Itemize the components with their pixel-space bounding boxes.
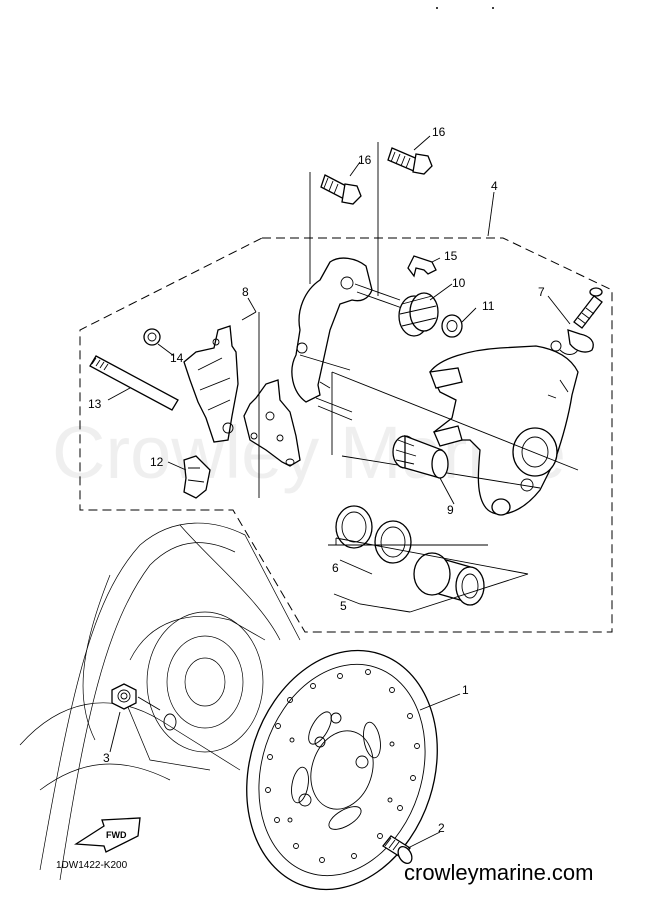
caliper-bracket — [291, 257, 373, 403]
callout-16-upper: 16 — [432, 125, 446, 139]
bracket-bolt-upper — [387, 147, 433, 175]
callout-16-lower: 16 — [358, 153, 372, 167]
site-label: crowleymarine.com — [404, 860, 594, 885]
brake-pad-left — [183, 325, 239, 443]
callout-10: 10 — [452, 276, 466, 290]
callout-11: 11 — [482, 299, 495, 313]
callout-5: 5 — [340, 599, 347, 613]
pad-pin — [89, 355, 179, 411]
piston-seals — [335, 505, 412, 564]
callout-8: 8 — [242, 285, 249, 299]
forward-arrow-icon: FWD — [74, 817, 141, 853]
callout-7: 7 — [538, 285, 545, 299]
brake-disc — [246, 649, 438, 891]
callout-15: 15 — [444, 249, 458, 263]
callout-9: 9 — [447, 503, 454, 517]
disc-bolt — [382, 835, 413, 865]
callout-4: 4 — [491, 179, 498, 193]
pad-pin-clip — [143, 328, 161, 346]
drawing-code: 1DW1422-K200 — [56, 860, 128, 871]
callout-1: 1 — [462, 683, 469, 697]
callout-14: 14 — [170, 351, 184, 365]
leader-lines — [107, 135, 571, 849]
callout-13: 13 — [88, 397, 102, 411]
seal-piston-box — [328, 537, 529, 613]
callout-2: 2 — [438, 821, 445, 835]
bracket-bolt-lower — [320, 174, 362, 205]
pad-support-plate — [183, 455, 211, 499]
piston-insert — [392, 435, 449, 479]
hub-nut — [111, 683, 137, 710]
pin-sleeve — [441, 314, 463, 338]
callout-3: 3 — [103, 751, 110, 765]
brake-pad-right — [243, 379, 301, 467]
swingarm-outline — [19, 522, 301, 881]
caliper-body — [429, 345, 579, 516]
caliper-assembly-outline — [79, 237, 613, 633]
bleed-screw — [550, 287, 603, 355]
caliper-piston — [413, 552, 485, 606]
pad-spring — [407, 255, 437, 278]
callout-12: 12 — [150, 455, 164, 469]
callout-6: 6 — [332, 561, 339, 575]
pin-boot — [398, 292, 439, 337]
fwd-label: FWD — [106, 830, 127, 840]
